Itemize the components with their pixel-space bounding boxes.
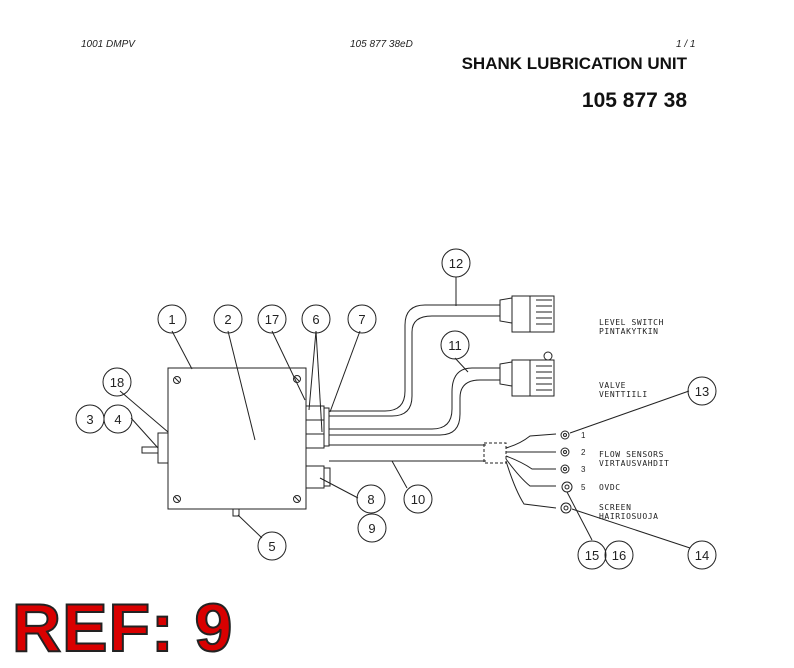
balloon-6-label: 6 xyxy=(312,312,319,327)
document-code: 1001 DMPV xyxy=(81,39,135,50)
wire-number-3: 3 xyxy=(581,465,586,474)
wire-number-5: 5 xyxy=(581,483,586,492)
left-connector xyxy=(157,432,169,464)
balloon-2-label: 2 xyxy=(224,312,231,327)
screen-label: SCREEN xyxy=(599,503,632,512)
balloon-17 xyxy=(257,304,287,334)
balloon-11-label: 11 xyxy=(448,338,462,353)
balloon-12 xyxy=(441,248,471,278)
balloon-15 xyxy=(577,540,607,570)
part-number: 105 877 38 xyxy=(581,89,687,112)
level-switch-label-fi: PINTAKYTKIN xyxy=(599,327,659,336)
balloon-11 xyxy=(440,330,470,360)
balloon-3-label: 3 xyxy=(86,412,93,427)
balloon-8 xyxy=(356,484,386,514)
balloon-5 xyxy=(257,531,287,561)
valve-label-fi: VENTTIILI xyxy=(599,390,648,399)
balloon-16-label: 16 xyxy=(612,548,626,563)
balloon-7 xyxy=(347,304,377,334)
balloon-10-label: 10 xyxy=(411,492,425,507)
valve-label: VALVE xyxy=(599,381,626,390)
cable-gland-lower xyxy=(305,465,325,489)
drawing-title: SHANK LUBRICATION UNIT xyxy=(461,54,687,73)
ovdc-label: OVDC xyxy=(599,483,621,492)
page-number: 1 / 1 xyxy=(676,39,696,50)
balloon-4 xyxy=(103,404,133,434)
flow-sensors-label: FLOW SENSORS xyxy=(599,450,664,459)
balloon-4-label: 4 xyxy=(114,412,121,427)
balloon-1 xyxy=(157,304,187,334)
wire-number-1: 1 xyxy=(581,431,586,440)
balloon-1-label: 1 xyxy=(168,312,175,327)
balloon-7-label: 7 xyxy=(358,312,365,327)
screen-label-fi: HAIRIOSUOJA xyxy=(599,512,659,521)
balloon-12-label: 12 xyxy=(449,256,463,271)
balloon-9-label: 9 xyxy=(368,521,375,536)
wire-number-2: 2 xyxy=(581,448,586,457)
ref-label: REF: 9 xyxy=(11,590,234,666)
balloon-5-label: 5 xyxy=(268,539,275,554)
balloon-8-label: 8 xyxy=(367,492,374,507)
balloon-14-label: 14 xyxy=(695,548,709,563)
valve-connector xyxy=(511,359,555,397)
level-switch-connector xyxy=(511,295,555,333)
balloon-6 xyxy=(301,304,331,334)
control-box xyxy=(167,367,307,510)
balloon-18 xyxy=(102,367,132,397)
balloon-2 xyxy=(213,304,243,334)
balloon-10 xyxy=(403,484,433,514)
document-file-number: 105 877 38eD xyxy=(350,39,413,50)
level-switch-label: LEVEL SWITCH xyxy=(599,318,664,327)
balloon-18-label: 18 xyxy=(110,375,124,390)
balloon-14 xyxy=(687,540,717,570)
balloon-17-label: 17 xyxy=(265,312,279,327)
balloon-15-label: 15 xyxy=(585,548,599,563)
balloon-9 xyxy=(357,513,387,543)
balloon-16 xyxy=(604,540,634,570)
flow-sensors-label-fi: VIRTAUSVAHDIT xyxy=(599,459,669,468)
balloon-13-label: 13 xyxy=(695,384,709,399)
balloon-13 xyxy=(687,376,717,406)
